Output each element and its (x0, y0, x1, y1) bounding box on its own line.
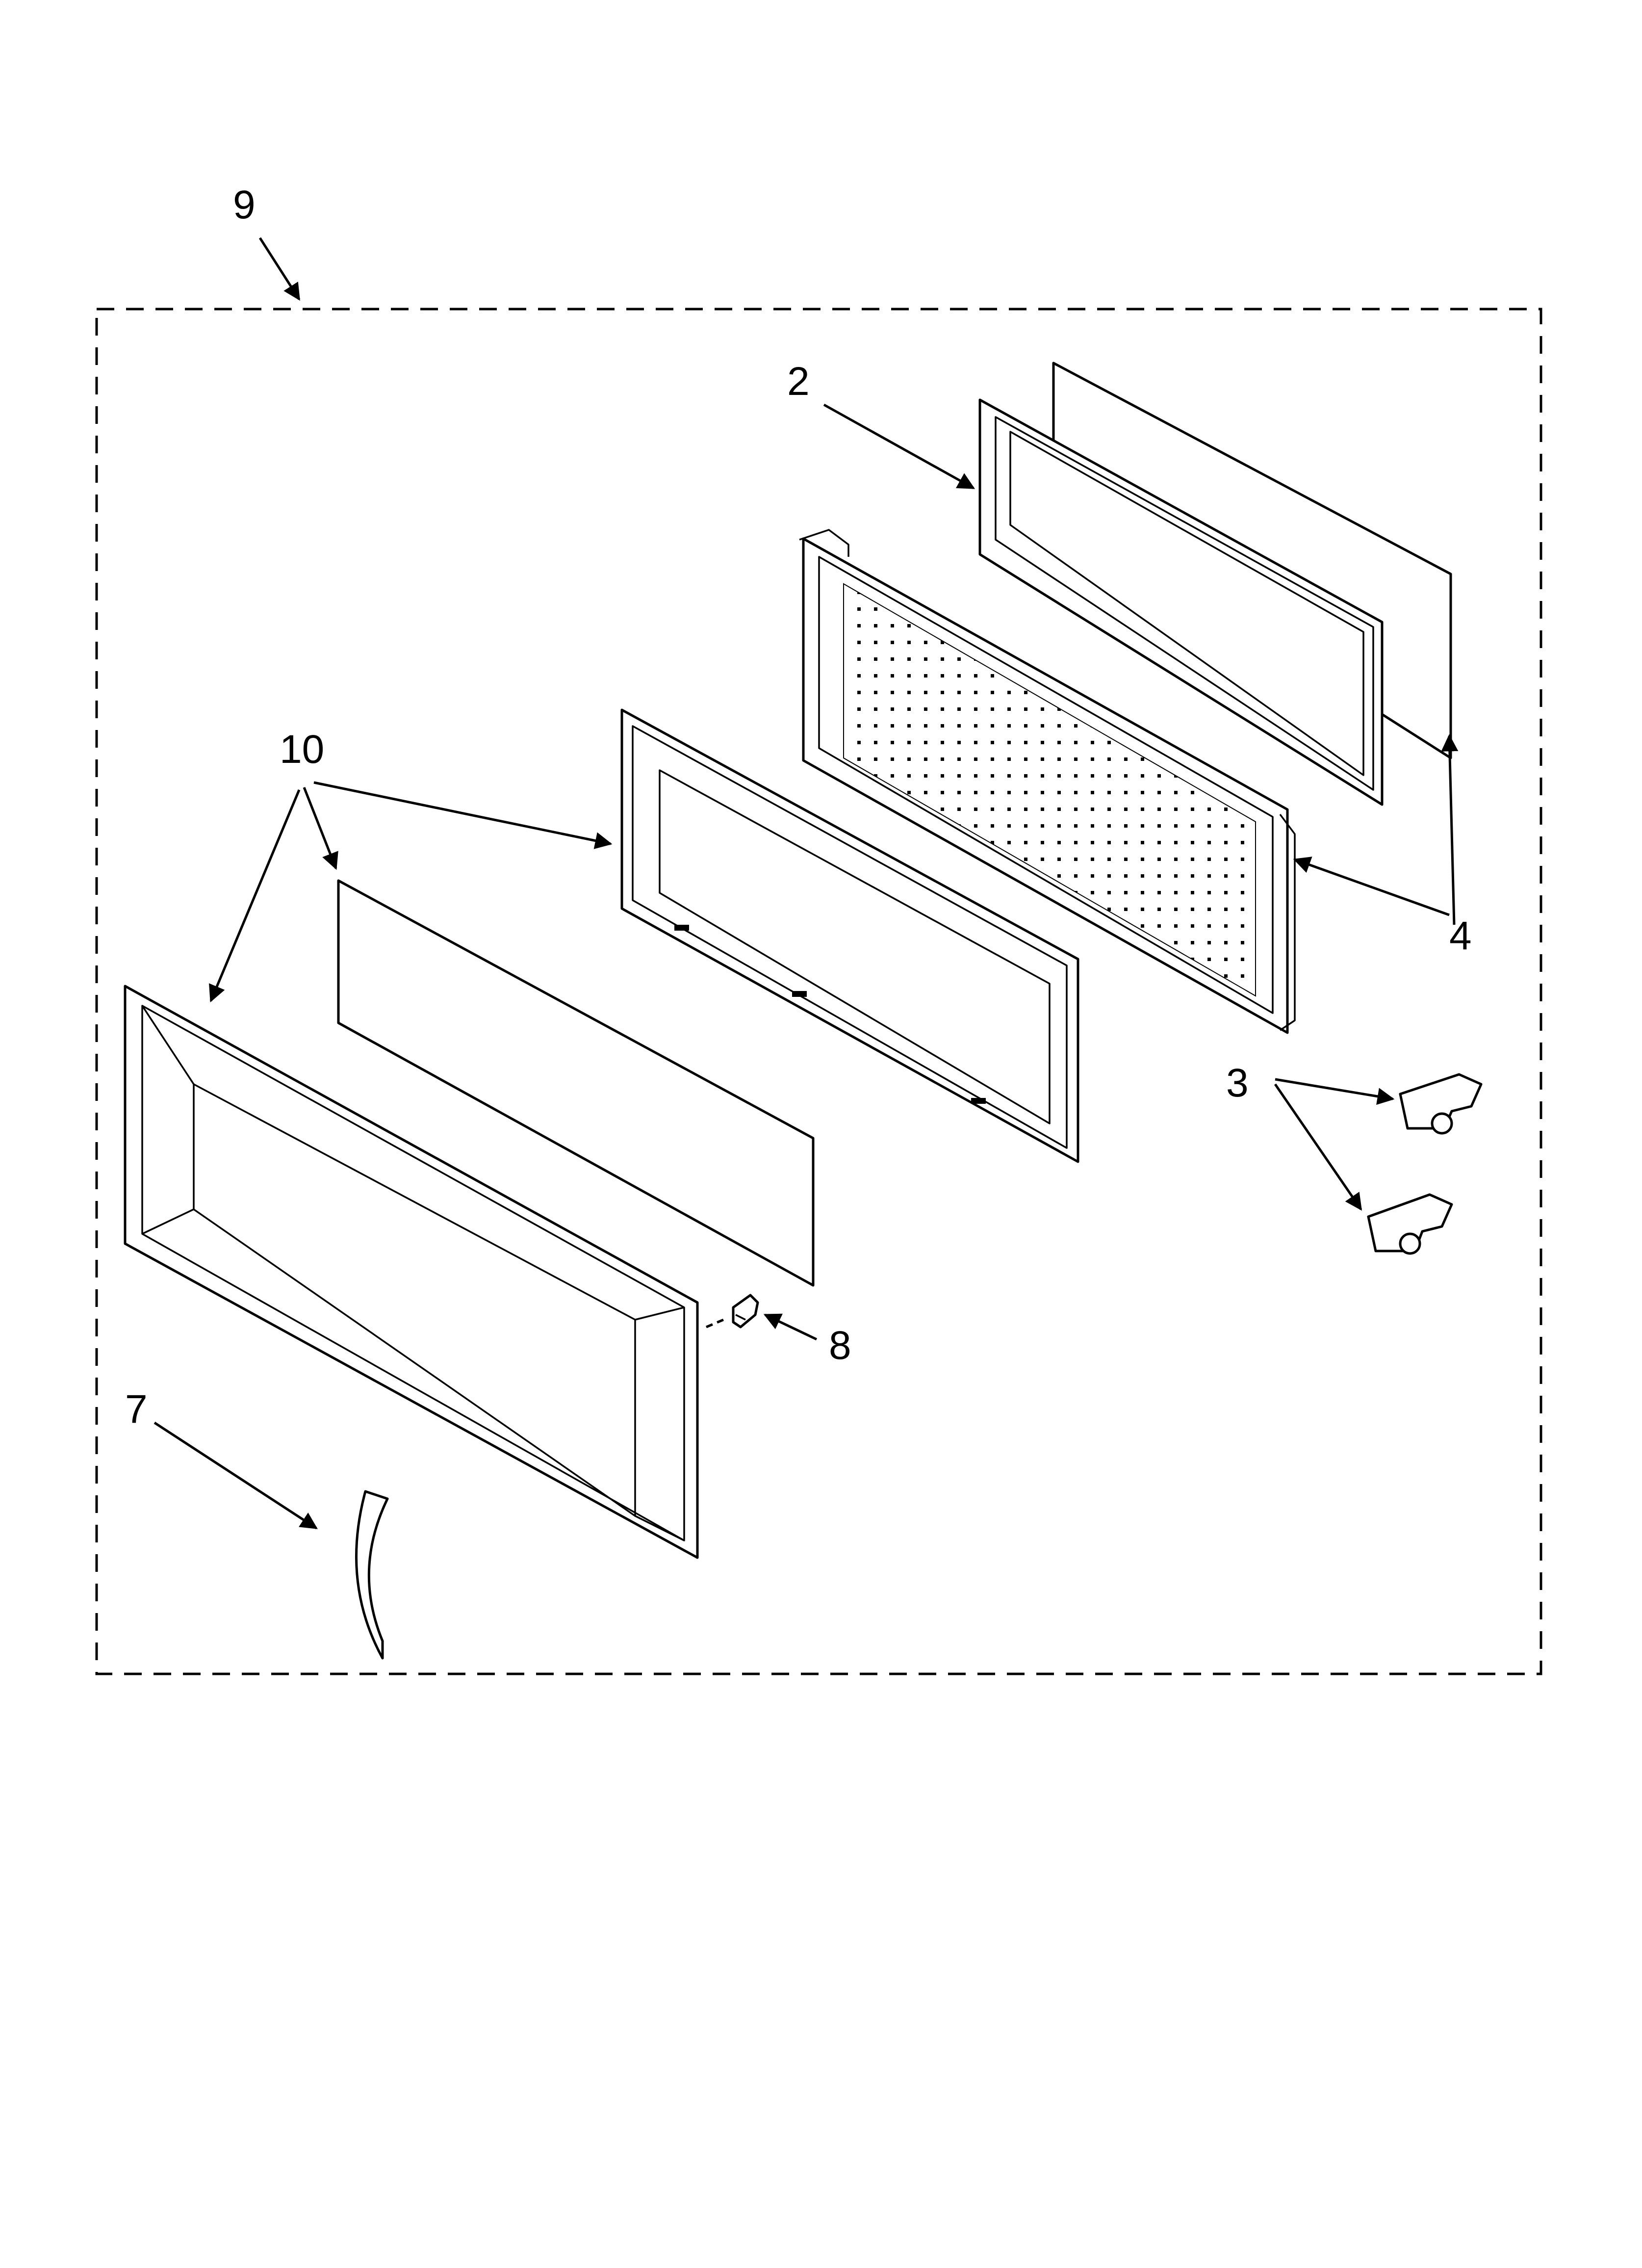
callout-3: 3 (1226, 1061, 1249, 1105)
door-handle (355, 1490, 389, 1660)
assembly-boundary (95, 308, 1542, 1675)
outer-door-frame (124, 985, 699, 1559)
door-latch-hook-lower (1367, 1193, 1453, 1255)
callout-7: 7 (125, 1387, 148, 1432)
perforated-inner-door (799, 529, 1296, 1034)
door-latch-hook-upper (1399, 1073, 1483, 1135)
callout-2: 2 (787, 359, 810, 404)
callout-10: 10 (280, 727, 324, 772)
screw (706, 1294, 759, 1329)
callout-9: 9 (233, 182, 256, 227)
door-frame (620, 708, 1079, 1163)
front-glass-panel (337, 879, 815, 1287)
callout-8: 8 (829, 1323, 851, 1368)
choke-frame (978, 398, 1384, 806)
leader-lines (154, 237, 1459, 1530)
callout-4: 4 (1449, 913, 1472, 958)
